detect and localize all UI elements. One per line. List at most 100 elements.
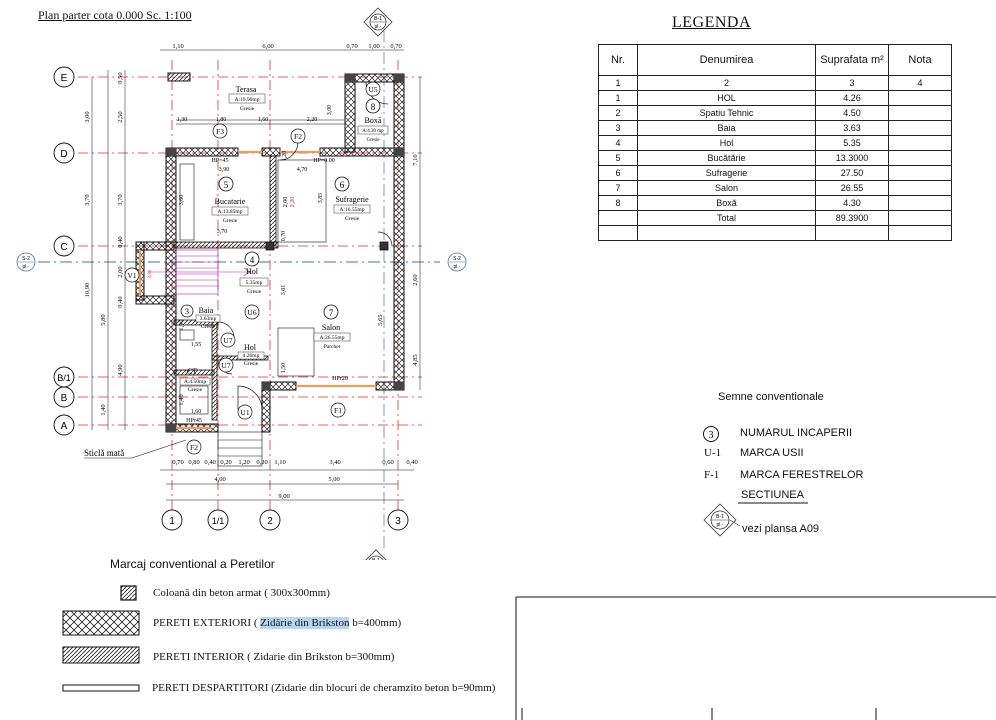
dim-bot-7: 1,10 — [274, 459, 285, 466]
axis-col-1: 1 — [169, 516, 175, 527]
semne-section-label: SECTIUNEA — [741, 489, 804, 501]
axis-col-2: 2 — [267, 516, 273, 527]
room-hol4-num: 4 — [250, 255, 255, 265]
room-hol4-name: Hol — [246, 267, 259, 276]
room-terasa-name: Terasa — [236, 85, 257, 94]
legend-cell-nr: 7 — [598, 180, 638, 196]
dim-top-4: 1,00 — [368, 43, 379, 50]
marcaj-exterior-pre: PERETI EXTERIORI ( — [153, 617, 261, 629]
marker-right-sheet: pl.- — [454, 264, 461, 270]
dim-left-1: 3,00 — [84, 111, 91, 122]
dim-inner-8: 1,40 — [178, 394, 185, 405]
axis-row-a: A — [61, 421, 68, 432]
marker-left-code: S-2 — [22, 256, 30, 262]
legend-header-nr: Nr. — [598, 44, 638, 76]
axis-row-e: E — [61, 73, 68, 84]
dim-right-3: 4,85 — [412, 354, 419, 365]
dim-bot-8: 3,40 — [329, 459, 340, 466]
terrace-outline — [176, 119, 345, 125]
legend-total-label: Total — [637, 210, 816, 226]
note-hp20: HPr20 — [332, 376, 348, 382]
legend-cell-nr: 3 — [598, 120, 638, 136]
dim-bot-5m: 5,00 — [328, 476, 339, 483]
marker-top-sheet: pl.- — [375, 24, 382, 30]
semne-symbol-window: F-1 — [704, 469, 720, 481]
marcaj-exterior-label: PERETI EXTERIORI ( Zidărie din Brikston … — [153, 617, 401, 629]
mark-f1: F1 — [334, 406, 342, 415]
room-salon-num: 7 — [329, 308, 334, 318]
room-bucatarie-name: Bucatarie — [215, 197, 246, 206]
legend-cell-nr — [598, 225, 638, 241]
mark-u7a: U7 — [223, 336, 232, 345]
mark-u7b: U7 — [221, 361, 230, 370]
room-hol1-area: 4.26mp — [243, 353, 260, 359]
dim-inner-2: 2,50 — [117, 111, 124, 122]
note-v150: 1,50 — [281, 363, 287, 374]
mark-u1: U1 — [240, 408, 249, 417]
legend-cell-area: 4.26 — [815, 90, 889, 106]
marcaj-interior-label: PERETI INTERIOR ( Zidarie din Brikston b… — [153, 651, 395, 663]
room-salon-floor: Parchet — [324, 344, 341, 350]
legend-cell-nr: 6 — [598, 165, 638, 181]
dim-bot-4: 0,20 — [220, 459, 231, 466]
axis-col-1-1: 1/1 — [212, 516, 225, 526]
windows — [138, 150, 376, 430]
semne-section-ref: vezi plansa A09 — [742, 523, 820, 535]
legend-cell-name: Hol — [637, 135, 816, 151]
legend-cell-note — [888, 90, 952, 106]
plan-title: Plan parter cota 0.000 Sc. 1:100 — [38, 8, 192, 22]
room-bucatarie-area: A:13.85mp — [218, 209, 243, 215]
legend-cell-nr: 5 — [598, 150, 638, 166]
marker-bottom-code: B-1 — [372, 558, 380, 560]
room-baia-num: 3 — [185, 307, 189, 316]
room-hol1-name: Hol — [244, 343, 257, 352]
axis-row-c: C — [60, 242, 67, 253]
note-v300: 3,00 — [327, 105, 333, 116]
dim-left-5: 4,90 — [117, 364, 124, 375]
room-hol4-floor: Gresie — [247, 289, 262, 295]
legend-cell-note — [888, 210, 952, 226]
mark-f2: F2 — [190, 443, 198, 452]
legend-cell-area: 4.30 — [815, 195, 889, 211]
room-boxa-area: A:4.30 mp — [362, 129, 384, 134]
marker-left-sheet: pl.- — [23, 264, 30, 270]
legend-header-area: Suprafata m² — [815, 44, 889, 76]
dim-bot-1: 0,70 — [172, 459, 183, 466]
legend-cell-name: Boxă — [637, 195, 816, 211]
note-d470: 4,70 — [297, 167, 308, 173]
legend-cell-area: 5.35 — [815, 135, 889, 151]
note-v360: 3,60 — [179, 195, 185, 206]
semne-symbol-door: U-1 — [704, 447, 722, 459]
columns — [166, 74, 404, 432]
note-v070: 0,70 — [281, 231, 287, 242]
legend-empty-row — [598, 225, 952, 241]
section-marker-left: S-2 pl.- — [16, 252, 36, 272]
section-symbol-code: B-1 — [716, 514, 724, 520]
legend-index-4: 4 — [888, 75, 952, 91]
semne-item-door: U-1 MARCA USII — [704, 447, 804, 459]
legend-cell-area: 26.55 — [815, 180, 889, 196]
legend-title: LEGENDA — [672, 14, 752, 31]
dim-inner-4: 0,40 — [117, 236, 124, 247]
axis-row-b1: B/1 — [57, 373, 71, 383]
room-bucatarie-num: 5 — [224, 180, 229, 190]
legend-index-2: 2 — [637, 75, 816, 91]
column-swatch — [120, 585, 137, 601]
legend-cell-note — [888, 165, 952, 181]
dim-inner-6: 0,40 — [117, 296, 124, 307]
legend-cell-name: Sufragerie — [637, 165, 816, 181]
room-sufragerie-num: 6 — [340, 180, 345, 190]
room-sufragerie-floor: Gresie — [345, 216, 360, 222]
marker-top-code: B-1 — [374, 16, 382, 22]
room-hol4-area: 5.35mp — [246, 280, 263, 286]
room-ct-floor: Gresie — [188, 387, 203, 393]
legend-index-3: 3 — [815, 75, 889, 91]
legend-cell-note — [888, 225, 952, 241]
axis-row-b: B — [61, 393, 68, 404]
note-v220: 2,20 — [290, 197, 296, 208]
semne-text-window: MARCA FERESTRELOR — [740, 469, 864, 481]
